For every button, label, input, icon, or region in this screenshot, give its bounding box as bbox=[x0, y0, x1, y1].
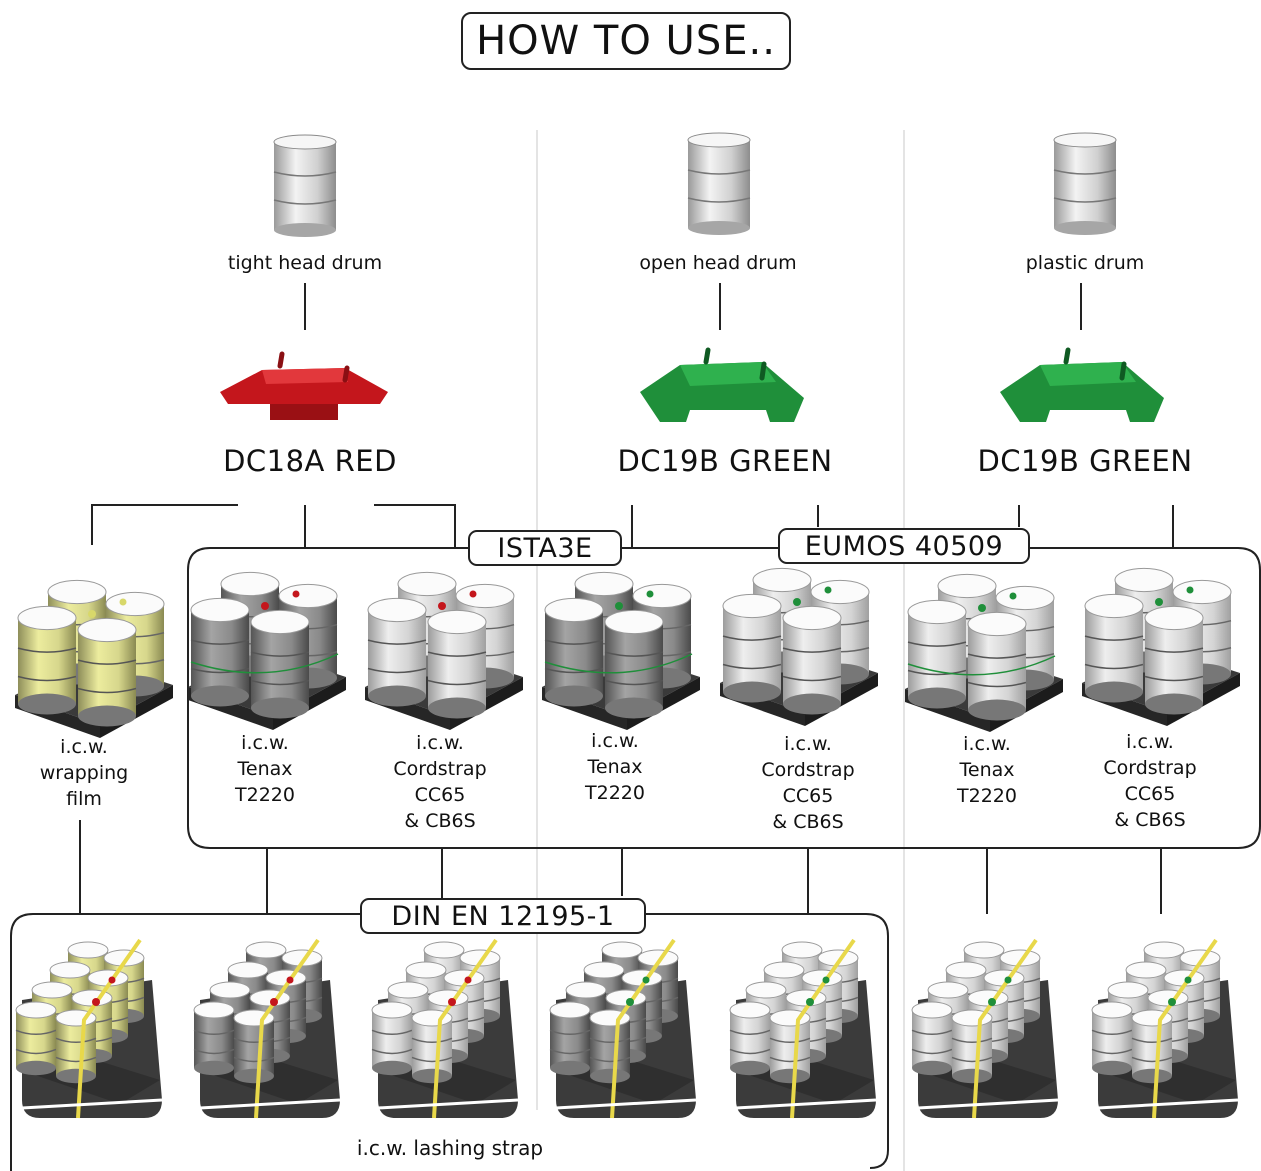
pallet-tenax-tight-head bbox=[188, 571, 346, 730]
combo-tenax-3: i.c.w. Tenax T2220 bbox=[957, 733, 1017, 807]
combo-cordstrap-1: i.c.w. Cordstrap CC65 & CB6S bbox=[393, 732, 487, 832]
combo-tenax-2: i.c.w. Tenax T2220 bbox=[585, 730, 645, 804]
lashing-cordstrap-open-head bbox=[729, 938, 877, 1119]
lashing-tenax-open-head bbox=[549, 938, 697, 1119]
pallet-wrapping-film bbox=[15, 579, 173, 738]
clip-dc19b-green-label-1: DC19B GREEN bbox=[617, 444, 833, 478]
pallet-cordstrap-open-head bbox=[720, 567, 878, 726]
pallet-cordstrap-plastic bbox=[1082, 567, 1240, 726]
combo-cordstrap-2: i.c.w. Cordstrap CC65 & CB6S bbox=[761, 733, 855, 833]
pallet-tenax-open-head bbox=[542, 571, 700, 730]
pallet-tenax-plastic bbox=[905, 573, 1063, 732]
page-title: HOW TO USE.. bbox=[461, 12, 791, 70]
clip-dc18a-red-label: DC18A RED bbox=[223, 444, 397, 478]
lashing-strap-label: i.c.w. lashing strap bbox=[356, 1136, 544, 1160]
clip-red-illustration bbox=[220, 351, 388, 420]
clip-green-illustration-2 bbox=[1000, 347, 1164, 422]
eumos-40509-label: EUMOS 40509 bbox=[778, 528, 1030, 564]
combo-cordstrap-3: i.c.w. Cordstrap CC65 & CB6S bbox=[1103, 731, 1197, 831]
pallet-cordstrap-tight-head bbox=[365, 571, 523, 730]
combo-wrapping-film: i.c.w. wrapping film bbox=[39, 736, 129, 810]
lashing-tenax-tight-head bbox=[193, 938, 341, 1119]
lashing-cordstrap-plastic bbox=[1091, 938, 1239, 1119]
open-head-drum-label: open head drum bbox=[639, 252, 797, 274]
combo-tenax-1: i.c.w. Tenax T2220 bbox=[235, 732, 295, 806]
tight-head-drum-label: tight head drum bbox=[227, 252, 383, 274]
ista3e-label: ISTA3E bbox=[468, 530, 622, 566]
clip-green-illustration-1 bbox=[640, 347, 804, 422]
clip-dc19b-green-label-2: DC19B GREEN bbox=[977, 444, 1193, 478]
lashing-cordstrap-tight-head bbox=[371, 938, 519, 1119]
din-en-12195-1-label: DIN EN 12195-1 bbox=[360, 898, 646, 934]
lashing-tenax-plastic bbox=[911, 938, 1059, 1119]
plastic-drum-label: plastic drum bbox=[1025, 252, 1145, 274]
lashing-wrapping-film bbox=[15, 938, 163, 1119]
